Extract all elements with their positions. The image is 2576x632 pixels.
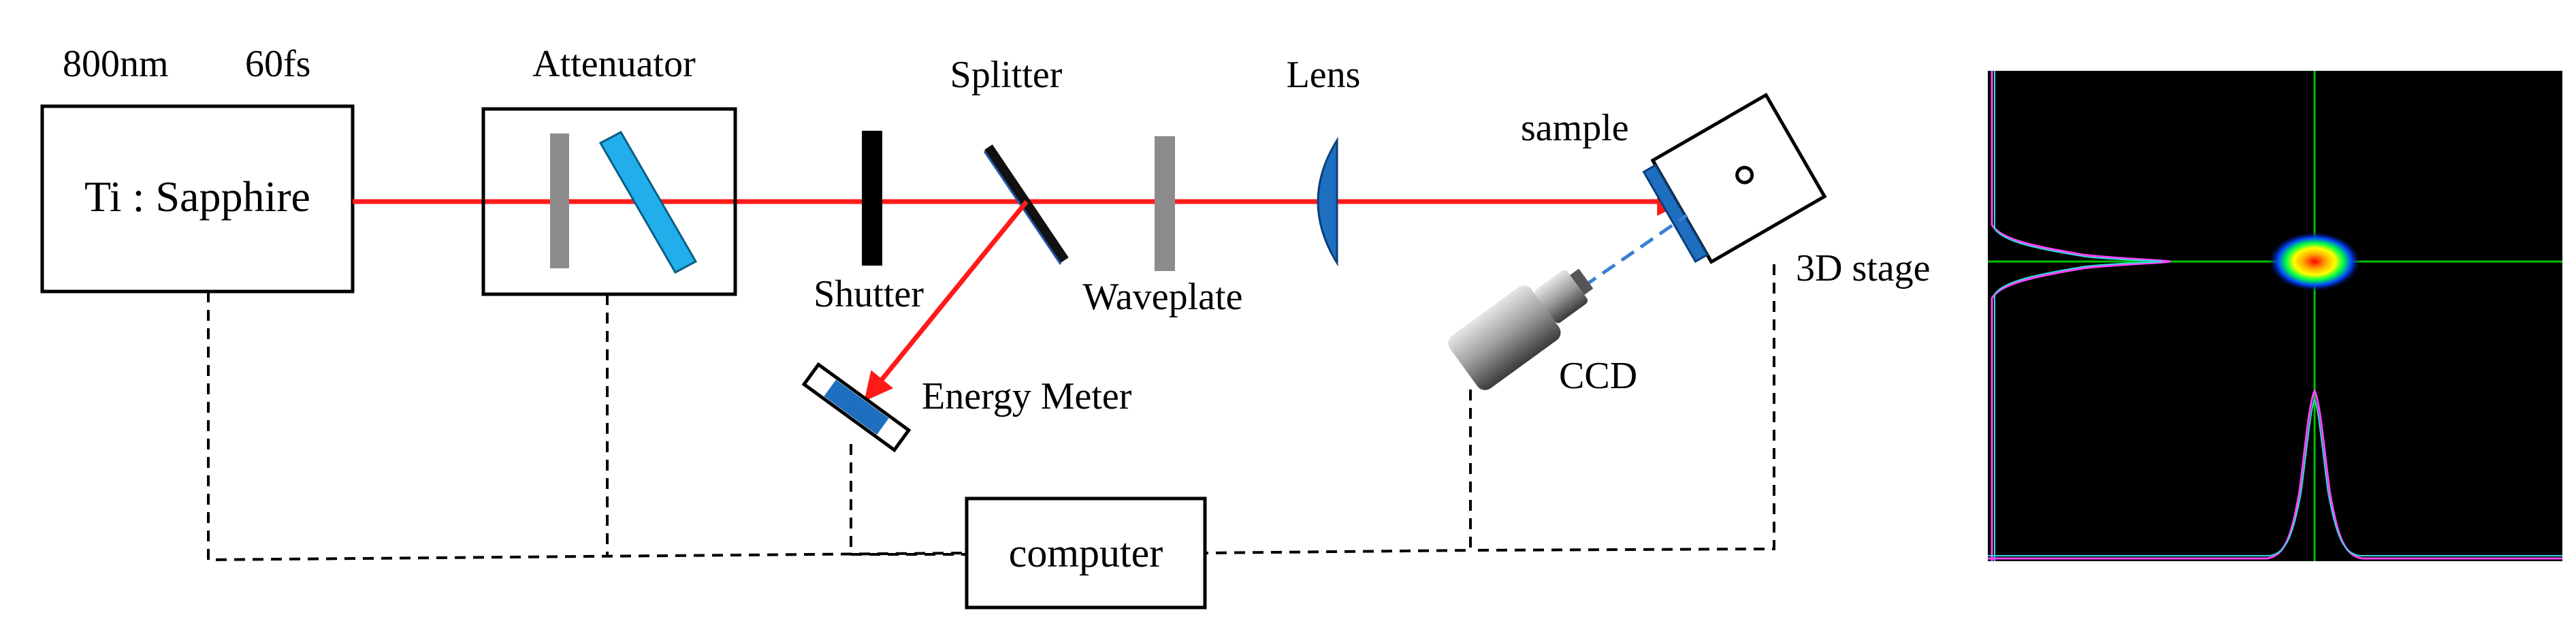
- laser-name-label: Ti : Sapphire: [84, 172, 310, 221]
- horizontal-profile-curve-pink: [1988, 388, 2562, 560]
- stage-label: 3D stage: [1796, 247, 1931, 289]
- attenuator-label: Attenuator: [532, 43, 696, 85]
- horizontal-profile-curve-cyan: [1988, 397, 2562, 556]
- beam-spot: [2268, 232, 2361, 291]
- waveplate-label: Waveplate: [1083, 276, 1243, 318]
- branch-beam: [864, 200, 1029, 402]
- attenuator-gray-plate: [550, 133, 569, 268]
- sample-label: sample: [1521, 107, 1629, 149]
- sample-stage-icon: [1642, 93, 1827, 264]
- attenuator-box: [481, 107, 737, 296]
- vertical-profile-curve-pink: [1991, 71, 2171, 561]
- laser-pulse-width-label: 60fs: [245, 43, 310, 85]
- energy-meter-icon: [801, 362, 912, 453]
- laser-box: [40, 104, 355, 294]
- energy-meter-label: Energy Meter: [922, 375, 1132, 417]
- splitter-label: Splitter: [950, 54, 1063, 96]
- computer-box: [965, 496, 1207, 610]
- lens-label: Lens: [1287, 54, 1361, 96]
- attenuator-blue-plate: [598, 130, 698, 274]
- ccd-camera-icon: [1448, 268, 1594, 390]
- vertical-profile-curve-cyan: [1994, 71, 2163, 561]
- control-lines: [207, 264, 1775, 562]
- beam-profile-panel: [1988, 71, 2562, 561]
- ccd-label: CCD: [1559, 355, 1637, 397]
- waveplate-plate: [1155, 136, 1175, 271]
- shutter-label: Shutter: [814, 273, 924, 315]
- lens-element: [1317, 136, 1338, 267]
- computer-label: computer: [1009, 531, 1163, 575]
- shutter-plate: [862, 131, 882, 266]
- laser-wavelength-label: 800nm: [63, 43, 169, 85]
